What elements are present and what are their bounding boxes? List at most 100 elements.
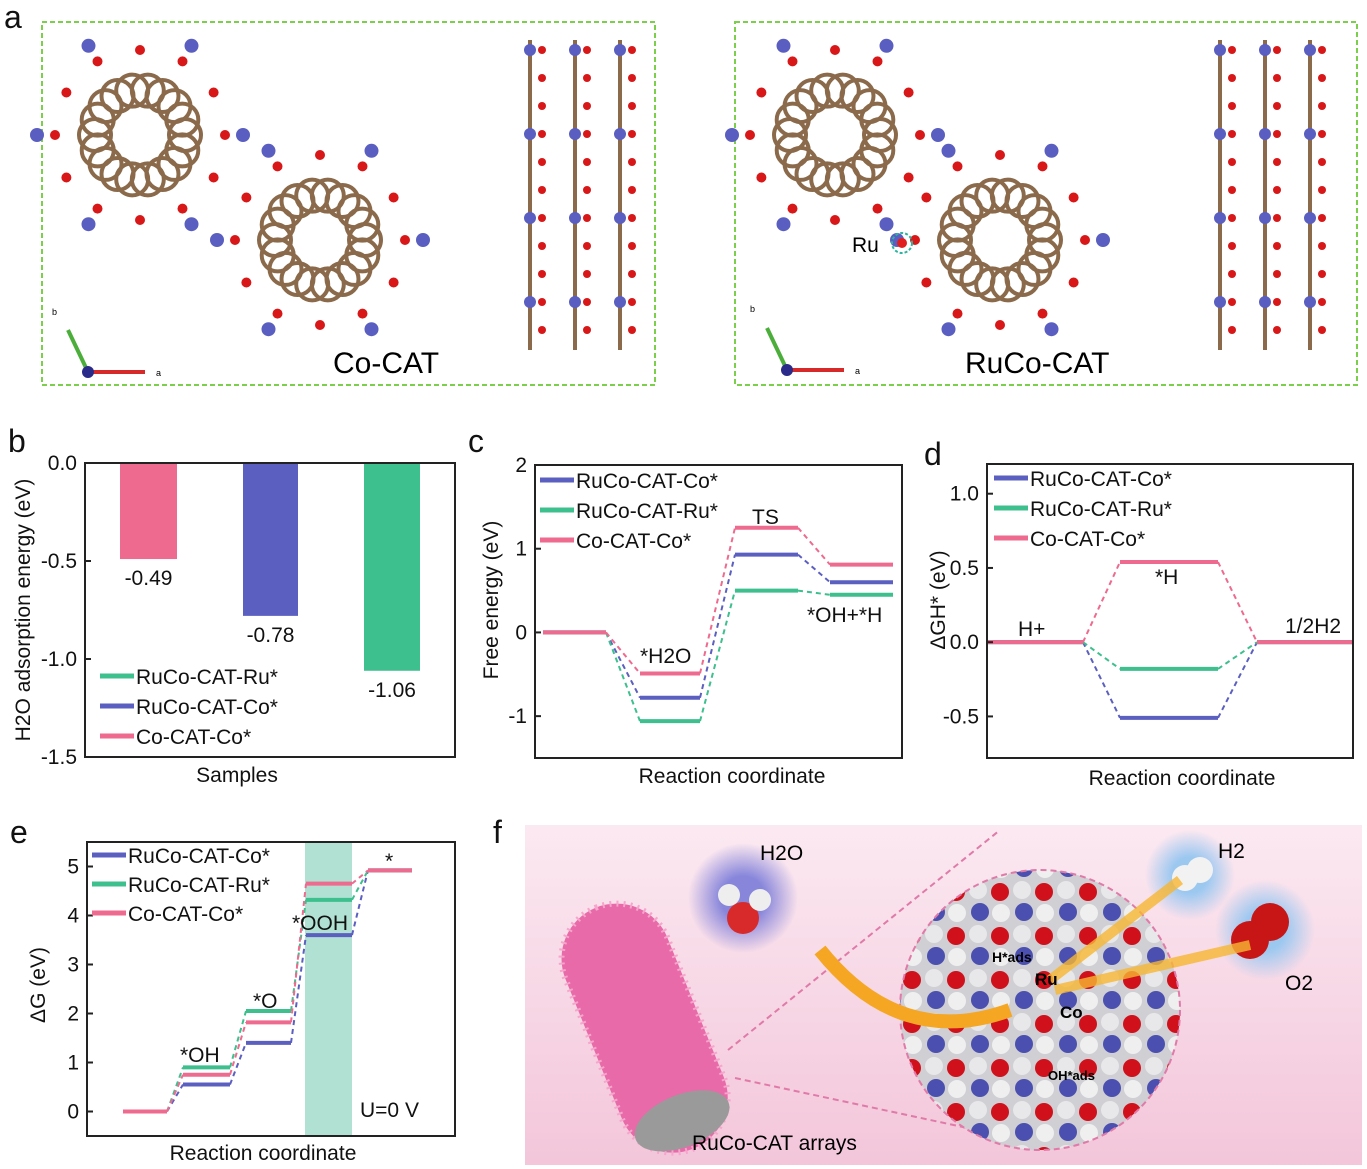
energy-connector [229,1042,247,1085]
co-cat-label: Co-CAT [333,347,439,380]
svg-text:b: b [8,423,26,459]
cobalt-atom [416,233,430,247]
oxygen-atom [952,308,963,319]
oxygen-atom [315,150,325,160]
oxygen-atom [583,270,591,278]
oxygen-atom [1037,161,1048,172]
oxygen-atom [1228,326,1236,334]
cobalt-atom [236,128,250,142]
oxygen-atom [583,214,591,222]
oxygen-atom [903,172,914,183]
h-ads-label: H*ads [992,949,1032,965]
cobalt-atom [614,212,626,224]
co-cat-structure-illustration [30,38,636,350]
y-axis-label: ΔG (eV) [27,947,50,1023]
oxygen-atom [1228,242,1236,250]
cobalt-atom [569,128,581,140]
ring-atom [279,260,316,297]
oxygen-atom [583,74,591,82]
y-tick-label: 0 [515,621,527,644]
oxygen-atom [388,277,399,288]
oxygen-atom [628,74,636,82]
ring-atom [947,193,984,230]
oxygen-atom [830,45,840,55]
state-label: H+ [1018,618,1045,641]
cobalt-atom [1259,296,1271,308]
oxygen-atom [952,161,963,172]
cobalt-atom [1214,296,1226,308]
state-label: TS [752,506,779,529]
cobalt-atom [1259,44,1271,56]
oxygen-atom [1318,326,1326,334]
cobalt-atom [931,128,945,142]
svg-text:a: a [855,366,860,376]
state-label: *OH+*H [807,604,882,627]
state-label: *H2O [640,645,691,668]
oxygen-atom [538,158,546,166]
oxygen-atom [872,203,883,214]
cobalt-atom [614,44,626,56]
energy-connector [1082,641,1121,719]
oxygen-atom [1273,130,1281,138]
energy-connector [699,527,736,674]
oxygen-atom [400,235,410,245]
ring-atom [267,193,304,230]
cobalt-atom [1304,44,1316,56]
y-tick-label: 3 [67,954,79,977]
ring-atom [1004,183,1041,220]
oxygen-atom [995,150,1005,160]
legend-label: RuCo-CAT-Co* [136,696,278,719]
plot-frame [986,463,1354,759]
oxygen-atom [1273,326,1281,334]
oxygen-atom [628,298,636,306]
oxygen-atom [903,87,914,98]
bar [243,463,298,616]
oxygen-atom [1068,192,1079,203]
oxygen-atom [628,130,636,138]
cobalt-atom [1304,212,1316,224]
cobalt-atom [210,233,224,247]
svg-text:c: c [468,423,484,459]
arrays-label: RuCo-CAT arrays [692,1132,857,1155]
svg-text:b: b [52,307,57,317]
oxygen-atom [538,186,546,194]
cobalt-atom [1214,212,1226,224]
structure-frame-co-cat [41,21,656,386]
energy-connector [351,869,369,901]
y-tick-label: 1 [515,538,527,561]
oxygen-atom [1228,270,1236,278]
cobalt-atom [184,38,199,53]
cobalt-atom [524,128,536,140]
bar-value-label: -1.06 [368,679,416,702]
y-tick-label: -0.5 [943,705,979,728]
cobalt-atom [941,143,956,158]
oxygen-atom [388,192,399,203]
cobalt-atom [1044,322,1059,337]
cobalt-atom [614,296,626,308]
oxygen-atom [135,45,145,55]
oxygen-atom [1318,298,1326,306]
y-tick-label: 0.0 [950,631,979,654]
oxygen-atom [177,203,188,214]
oxygen-atom [583,326,591,334]
cobalt-atom [1044,143,1059,158]
y-tick-label: 0.0 [48,452,77,475]
y-tick-label: 1.0 [950,483,979,506]
oxygen-atom [787,203,798,214]
bar [364,463,420,671]
oxygen-atom [1273,74,1281,82]
co-label: Co [1060,1003,1083,1022]
ring-atom [782,88,819,125]
bar [120,463,177,560]
h2-label: H2 [1218,840,1245,863]
plot-frame [84,462,456,758]
cobalt-atom [364,322,379,337]
ruco-cat-structure-illustration [725,38,1326,350]
energy-connector [797,589,831,596]
legend-label: Co-CAT-Co* [136,726,251,749]
legend-label: Co-CAT-Co* [576,530,691,553]
